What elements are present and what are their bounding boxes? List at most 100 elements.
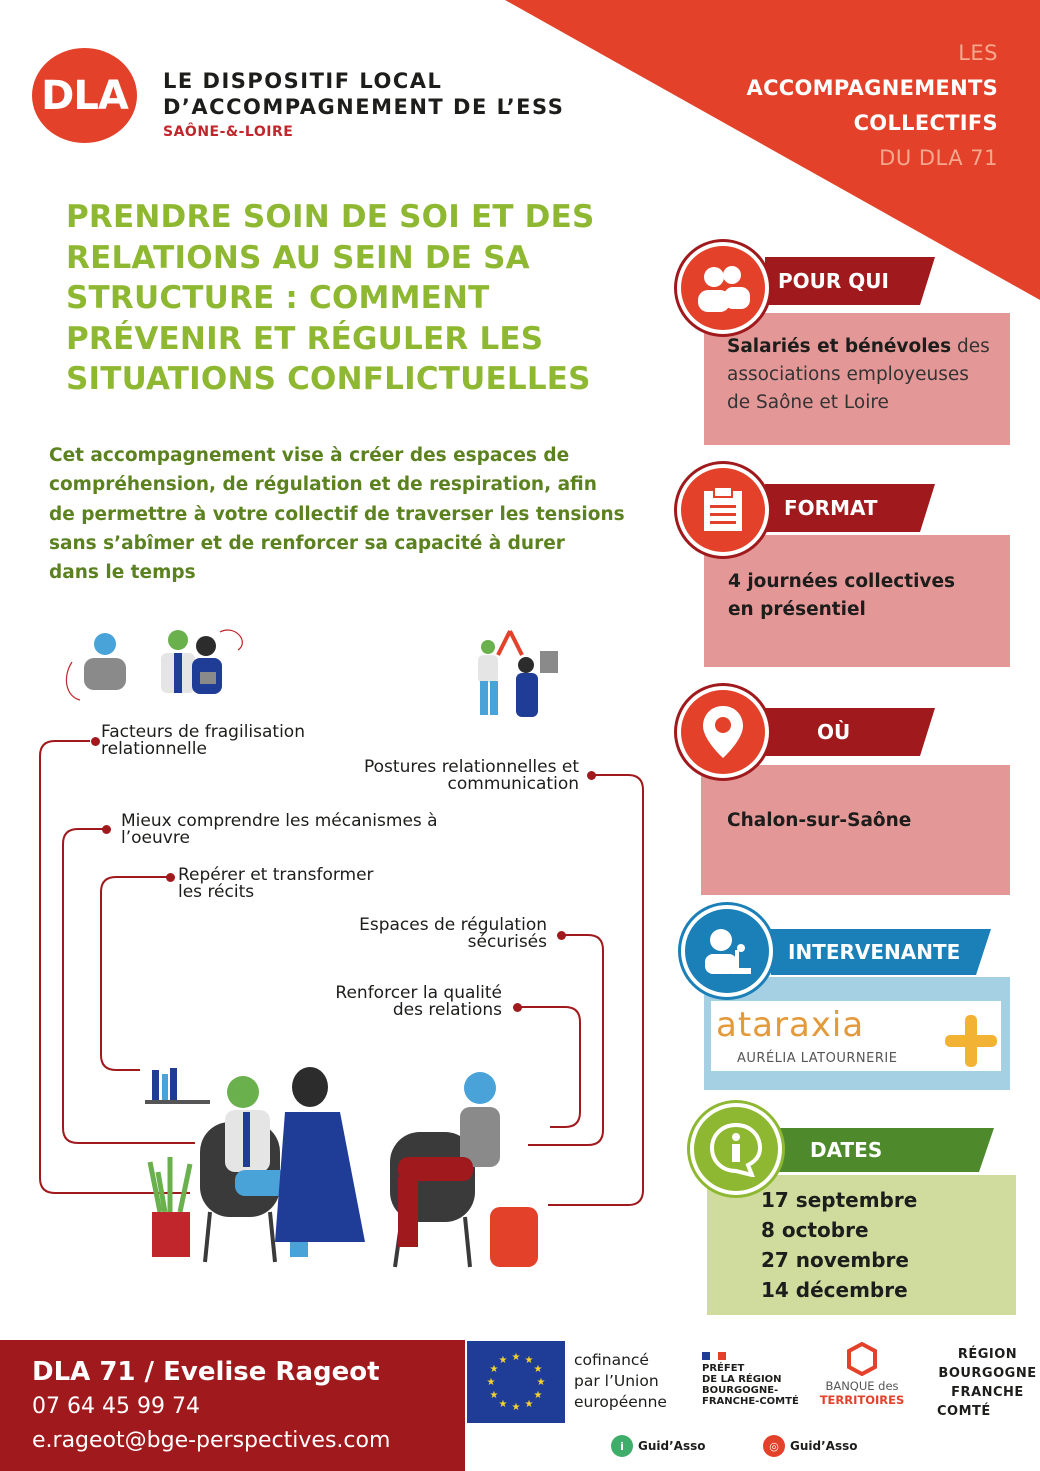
region-line: FRANCHE — [951, 1385, 1024, 1400]
svg-text:★: ★ — [534, 1364, 543, 1375]
format-line: 4 journées collectives — [728, 571, 956, 592]
intro-line: sans s’abîmer et de renforcer sa capacit… — [49, 532, 565, 554]
pour-qui-header: POUR QUI — [765, 257, 935, 305]
eu-flag-logo: ★★★ ★★★ ★★★ ★★★ — [467, 1341, 565, 1423]
topic-qualite: Renforcer la qualité des relations — [335, 985, 502, 1019]
banque-hexagon-icon — [847, 1341, 877, 1377]
topic-line: Mieux comprendre les mécanismes à — [121, 811, 438, 831]
svg-text:★: ★ — [487, 1377, 496, 1388]
banque-line: BANQUE des — [825, 1379, 899, 1393]
banque-line: TERRITOIRES — [819, 1393, 905, 1407]
guidasso-logo-info: i Guid’Asso — [611, 1435, 705, 1457]
svg-text:★: ★ — [512, 1352, 521, 1363]
topic-bullet — [513, 1003, 522, 1012]
banque-des-territoires-logo: BANQUE des TERRITOIRES — [818, 1341, 906, 1407]
title-line: RELATIONS AU SEIN DE SA — [66, 239, 530, 276]
clipboard-icon — [677, 464, 769, 556]
topic-line: Repérer et transformer — [178, 865, 374, 885]
corner-heading: LES ACCOMPAGNEMENTS COLLECTIFS DU DLA 71 — [747, 36, 998, 176]
svg-text:★: ★ — [537, 1377, 546, 1388]
ataraxia-logo-box: ataraxia AURÉLIA LATOURNERIE — [711, 1001, 1001, 1071]
guidasso-label: Guid’Asso — [790, 1439, 858, 1453]
intro-line: compréhension, de régulation et de respi… — [49, 474, 597, 496]
prefet-line: DE LA RÉGION — [702, 1374, 782, 1385]
pour-qui-card-body-bg — [704, 313, 1010, 445]
organization-name: LE DISPOSITIF LOCAL D’ACCOMPAGNEMENT DE … — [163, 68, 564, 140]
topic-line: Espaces de régulation — [359, 915, 547, 935]
svg-text:★: ★ — [499, 1355, 508, 1366]
title-line: PRENDRE SOIN DE SOI ET DES — [66, 199, 595, 235]
region-line: BOURGOGNE — [938, 1366, 1037, 1381]
topic-bullet — [557, 931, 566, 940]
prefet-logo: PRÉFET DE LA RÉGION BOURGOGNE- FRANCHE-C… — [702, 1352, 799, 1407]
eu-line: cofinancé — [574, 1351, 649, 1369]
org-region: SAÔNE-&-LOIRE — [163, 124, 294, 140]
topic-line: l’oeuvre — [121, 828, 190, 848]
dla-logo: DLA — [32, 48, 137, 143]
ou-header: OÙ — [765, 708, 935, 756]
intervenante-header: INTERVENANTE — [771, 929, 991, 977]
contact-phone[interactable]: 07 64 45 99 74 — [32, 1394, 200, 1419]
info-bubble-icon — [690, 1103, 782, 1195]
info-icon: i — [611, 1435, 633, 1457]
date-item: 17 septembre — [761, 1188, 918, 1212]
svg-text:★: ★ — [512, 1402, 521, 1413]
speaker-icon — [681, 905, 773, 997]
svg-text:★: ★ — [534, 1390, 543, 1401]
dates-card-body-bg — [707, 1175, 1016, 1315]
intervenante-label: INTERVENANTE — [788, 940, 961, 964]
intervenante-name: AURÉLIA LATOURNERIE — [737, 1051, 898, 1066]
topic-fragilisation: Facteurs de fragilisation relationnelle — [101, 724, 305, 758]
region-bfc-logo: RÉGION BOURGOGNE FRANCHE COMTÉ — [935, 1345, 1040, 1421]
eu-line: européenne — [574, 1393, 667, 1411]
contact-email[interactable]: e.rageot@bge-perspectives.com — [32, 1428, 391, 1453]
meeting-illustration — [65, 629, 243, 701]
svg-text:★: ★ — [499, 1399, 508, 1410]
french-flag-icon — [702, 1352, 726, 1360]
pour-qui-text: Salariés et bénévoles des associations e… — [727, 333, 997, 417]
plus-icon — [945, 1015, 997, 1067]
format-label: FORMAT — [784, 496, 878, 520]
format-header: FORMAT — [765, 484, 935, 532]
format-header-banner — [765, 484, 935, 532]
group-discussion-illustration — [145, 1067, 538, 1268]
dates-header-banner — [779, 1128, 994, 1172]
intervenante-header-banner — [771, 929, 991, 975]
eu-line: par l’Union — [574, 1372, 659, 1390]
title-line: STRUCTURE : COMMENT — [66, 280, 490, 316]
audience-rest: des — [951, 336, 990, 357]
intro-line: Cet accompagnement vise à créer des espa… — [49, 445, 570, 466]
pour-qui-header-banner — [765, 257, 935, 305]
ataraxia-brand: ataraxia — [716, 1005, 865, 1045]
corner-line-3: COLLECTIFS — [853, 111, 998, 135]
contact-name: DLA 71 / Evelise Rageot — [32, 1357, 380, 1387]
title-line: PRÉVENIR ET RÉGULER LES — [66, 320, 544, 357]
dates-list: 17 septembre 8 octobre 27 novembre 14 dé… — [761, 1185, 1001, 1305]
topic-bullet — [91, 737, 100, 746]
intro-line: dans le temps — [49, 562, 196, 584]
high-five-illustration — [478, 630, 558, 717]
prefet-line: PRÉFET — [702, 1363, 745, 1374]
topic-line: Postures relationnelles et — [364, 757, 579, 777]
topic-regulation: Espaces de régulation sécurisés — [359, 917, 547, 951]
corner-decoration — [505, 0, 1040, 300]
topic-bullet — [166, 873, 175, 882]
prefet-line: BOURGOGNE- — [702, 1385, 779, 1396]
corner-line-4: DU DLA 71 — [879, 146, 998, 170]
dates-label: DATES — [810, 1138, 883, 1162]
svg-text:★: ★ — [525, 1355, 534, 1366]
intro-line: de permettre à votre collectif de traver… — [49, 503, 625, 525]
svg-text:★: ★ — [490, 1364, 499, 1375]
topic-line: Facteurs de fragilisation — [101, 722, 305, 742]
topic-line: communication — [447, 774, 579, 794]
region-line: COMTÉ — [937, 1404, 991, 1419]
corner-line-1: LES — [958, 41, 998, 65]
guidasso-logo-orange: ◎ Guid’Asso — [763, 1435, 857, 1457]
dates-header: DATES — [779, 1128, 994, 1176]
target-icon: ◎ — [763, 1435, 785, 1457]
ou-header-banner — [765, 708, 935, 756]
region-line: RÉGION — [957, 1347, 1018, 1362]
org-line-1: LE DISPOSITIF LOCAL — [163, 69, 443, 93]
topic-recits: Repérer et transformer les récits — [178, 867, 374, 901]
page-title: PRENDRE SOIN DE SOI ET DES RELATIONS AU … — [66, 197, 626, 400]
